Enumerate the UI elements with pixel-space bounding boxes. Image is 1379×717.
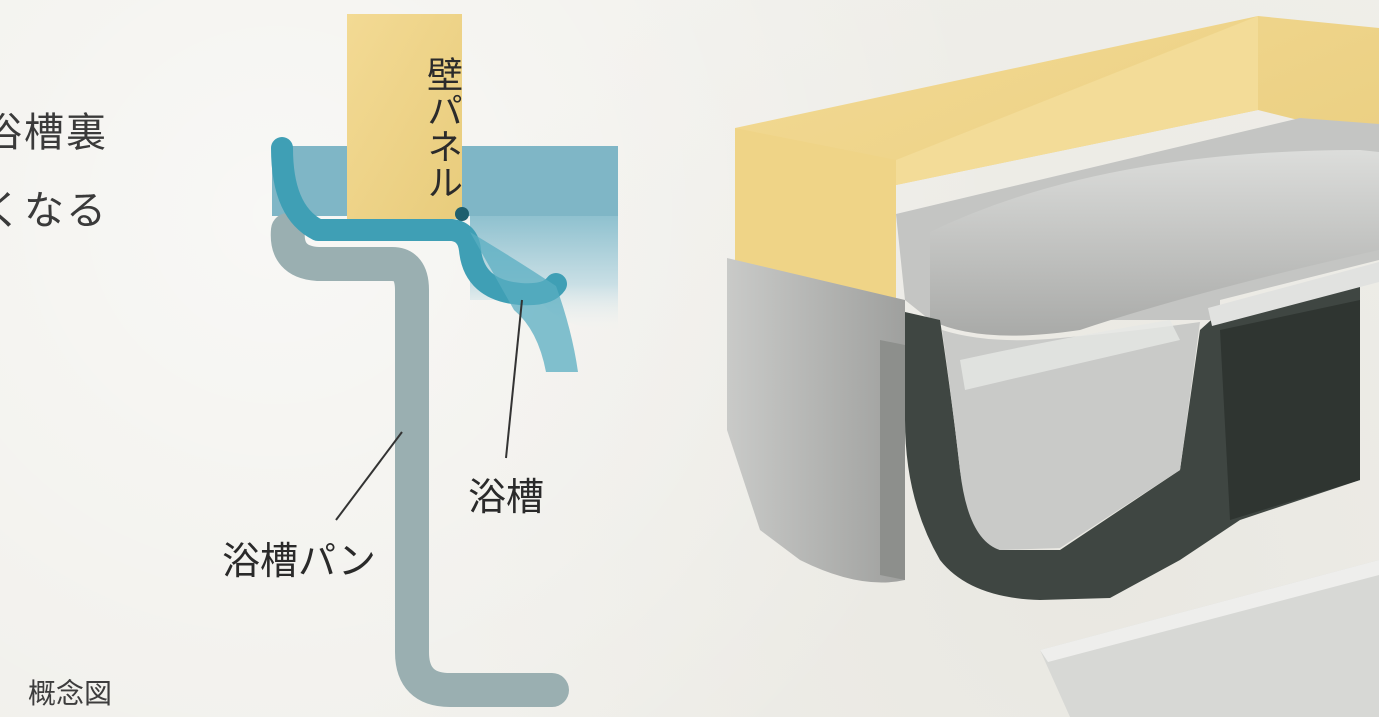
caption-line-1: 浴槽裏 [0,110,108,156]
bathtub-pan-label: 浴槽パン [222,539,376,583]
bathtub-flow [470,232,578,372]
wall-panel-label: 壁パネル [421,56,462,200]
pan-leader-line [335,431,403,521]
seal-joint [455,207,469,221]
bathtub-pan-shape [270,213,569,707]
wall-panel-shape [347,14,462,219]
bathtub-label: 浴槽 [468,475,545,519]
bathtub-leader-line [505,299,523,459]
caption-line-2: くなる [0,188,108,234]
concept-diagram-note: 概念図 [28,677,113,710]
bathtub-cutaway-illustration [727,16,1379,717]
